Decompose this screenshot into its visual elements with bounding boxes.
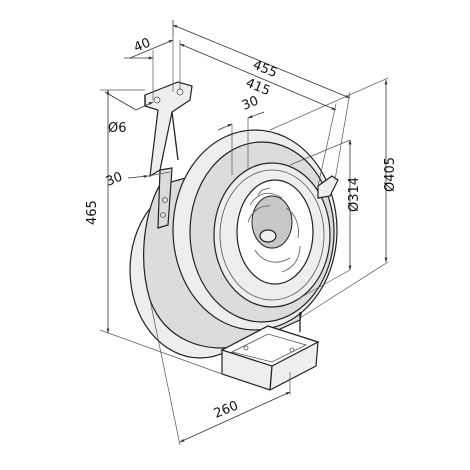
- dim-40: 40: [132, 36, 153, 56]
- dim-465: 465: [85, 200, 100, 225]
- right-bracket: [317, 175, 339, 199]
- dimension-lines: [99, 20, 389, 446]
- dim-diameter-6: Ø6: [108, 121, 127, 136]
- terminal-box: [220, 312, 320, 391]
- dim-30-left: 30: [104, 170, 125, 190]
- dim-diameter-314: Ø314: [347, 177, 362, 212]
- dim-260: 260: [212, 399, 241, 422]
- dim-diameter-405: Ø405: [383, 157, 398, 192]
- fan-housing: [129, 129, 338, 359]
- dim-415: 415: [244, 76, 273, 99]
- dim-30-top: 30: [240, 94, 261, 114]
